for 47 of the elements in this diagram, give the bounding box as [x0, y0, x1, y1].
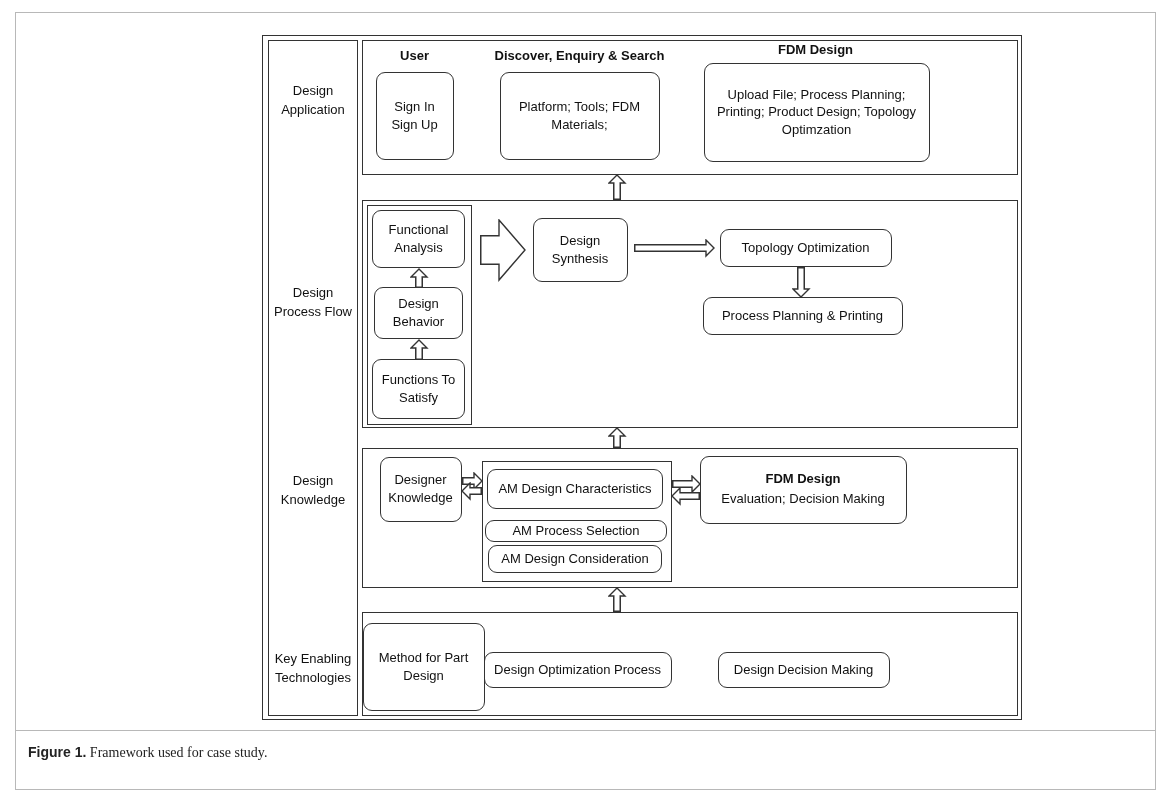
- box-text: Process Planning & Printing: [721, 306, 884, 325]
- layer-label: Design Application: [280, 82, 346, 119]
- layer-panel: [362, 200, 1018, 428]
- layer-label: Design Knowledge: [279, 472, 347, 509]
- process-box: [485, 520, 667, 542]
- box-text: Design Synthesis: [550, 231, 610, 268]
- box-heading: User: [399, 47, 430, 64]
- box-text: Design Decision Making: [733, 660, 874, 679]
- box-text: Evaluation; Decision Making: [721, 490, 885, 508]
- process-box: [719, 228, 892, 267]
- box-text: AM Design Consideration: [501, 550, 649, 568]
- process-box: [374, 287, 463, 339]
- box-heading: FDM Design: [776, 41, 855, 58]
- layer-panel: [362, 448, 1018, 588]
- process-box: [487, 469, 663, 509]
- layer-label: Key Enabling Technologies: [273, 650, 353, 687]
- box-text: Functions To Satisfy: [380, 371, 457, 407]
- layer-panel: [481, 460, 672, 582]
- box-text: AM Design Characteristics: [498, 480, 652, 498]
- box-text: Topology Optimization: [741, 238, 870, 257]
- figure-caption: Figure 1. Framework used for case study.: [28, 744, 268, 761]
- process-box: [372, 359, 465, 419]
- layer-panel: [362, 40, 1018, 175]
- process-box: [362, 622, 485, 711]
- box-text: Upload File; Process Planning; Printing; Product Design; Topology Optimzation: [715, 85, 918, 139]
- box-heading: Discover, Enquiry & Search: [493, 47, 666, 64]
- layer-panel: [362, 612, 1018, 716]
- box-text: Sign In Sign Up: [390, 97, 439, 134]
- box-heading: FDM Design: [765, 471, 841, 487]
- box-text: Method for Part Design: [377, 648, 470, 685]
- process-box: [483, 651, 672, 688]
- process-box: [372, 210, 465, 268]
- process-box: [488, 545, 662, 573]
- box-text: AM Process Selection: [512, 522, 640, 540]
- layer-label-column: [268, 40, 358, 716]
- box-text: Design Optimization Process: [494, 660, 661, 679]
- box-text: Platform; Tools; FDM Materials;: [517, 97, 642, 134]
- process-box: [699, 455, 907, 524]
- layer-panel: [366, 204, 472, 425]
- process-box: [532, 217, 628, 282]
- box-text: Designer Knowledge: [387, 471, 454, 507]
- process-box: [379, 456, 462, 522]
- layer-label: Design Process Flow: [273, 284, 353, 321]
- box-text: Functional Analysis: [387, 221, 450, 257]
- process-box: [702, 296, 903, 335]
- process-box: [717, 651, 890, 688]
- box-text: Design Behavior: [391, 295, 446, 331]
